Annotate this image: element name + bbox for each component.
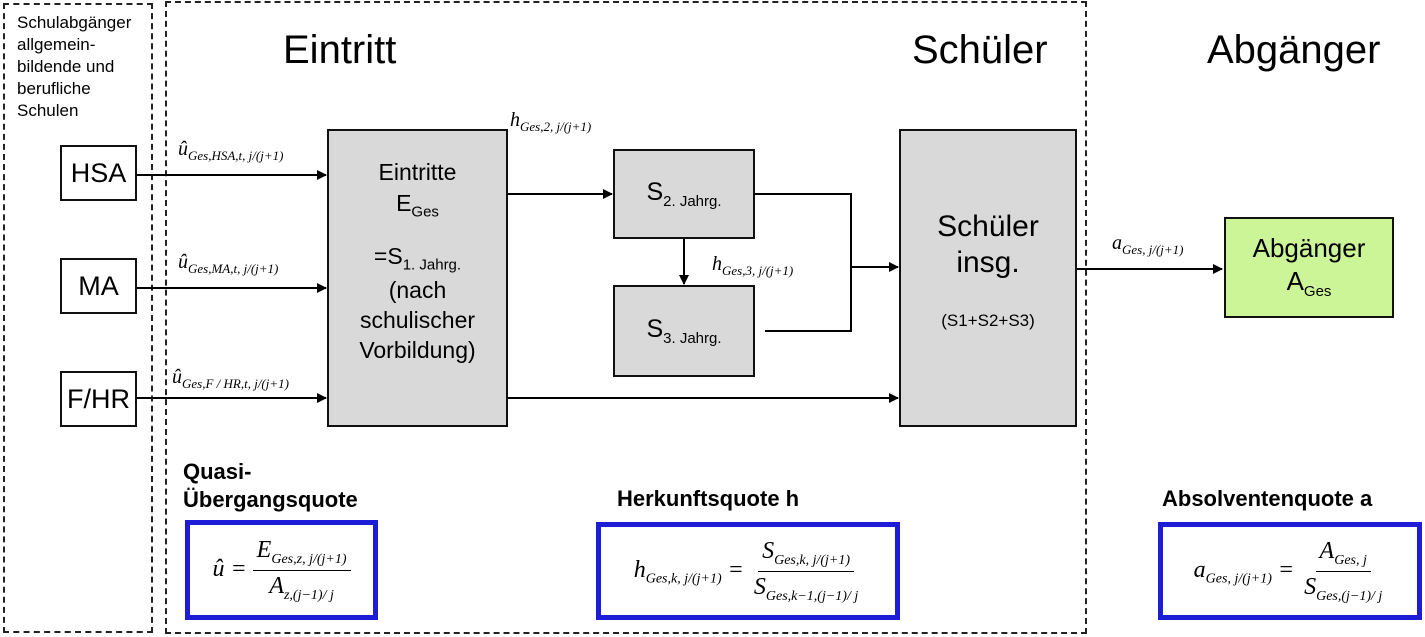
s3-label: S3. Jahrg. xyxy=(646,315,722,347)
students-sum: (S1+S2+S3) xyxy=(941,311,1035,330)
entry-students-frame xyxy=(165,1,1087,634)
quasi-formula: û = EGes,z, j/(j+1) Az,(j−1)/ j xyxy=(212,537,351,604)
graduate-title: Absolventenquote a xyxy=(1162,486,1373,511)
rate-label-h3: hGes,3, j/(j+1) xyxy=(712,253,794,278)
leavers-box: Abgänger AGes xyxy=(1224,217,1394,318)
heading-students: Schüler xyxy=(912,28,1048,72)
entries-s1: =S1. Jahrg. xyxy=(373,242,462,274)
line-s2-to-join xyxy=(755,193,852,332)
school-graduates-label: Schulabgänger allgemein-bildende und ber… xyxy=(17,13,132,120)
graduate-formula: aGes, j/(j+1) = AGes, j SGes,(j−1)/ j xyxy=(1193,537,1383,604)
quasi-formula-box: û = EGes,z, j/(j+1) Az,(j−1)/ j xyxy=(185,520,378,620)
source-fhr-label: F/HR xyxy=(67,383,130,414)
heading-leavers: Abgänger xyxy=(1207,28,1381,72)
source-hsa-label: HSA xyxy=(70,157,127,188)
entries-e-ges: EGes xyxy=(396,190,439,221)
origin-formula-box: hGes,k, j/(j+1) = SGes,k, j/(j+1) SGes,k… xyxy=(596,522,900,620)
entries-note: (nach schulischer Vorbildung) xyxy=(359,277,476,364)
leavers-title: Abgänger xyxy=(1252,233,1366,263)
source-ma: MA xyxy=(60,258,137,314)
rate-label-u-fhr: ûGes,F / HR,t, j/(j+1) xyxy=(172,366,289,391)
students-box: Schüler insg. (S1+S2+S3) xyxy=(899,129,1077,427)
origin-title: Herkunftsquote h xyxy=(617,486,800,511)
leavers-a-ges: AGes xyxy=(1286,266,1332,301)
students-title: Schüler insg. xyxy=(937,210,1039,279)
graduate-formula-box: aGes, j/(j+1) = AGes, j SGes,(j−1)/ j xyxy=(1158,522,1422,620)
source-ma-label: MA xyxy=(78,270,119,301)
quasi-title: Quasi-Übergangsquote xyxy=(183,459,358,512)
entries-box: Eintritte EGes =S1. Jahrg. (nach schulis… xyxy=(327,129,508,427)
rate-label-u-hsa: ûGes,HSA,t, j/(j+1) xyxy=(178,138,284,163)
entries-title: Eintritte xyxy=(378,159,457,185)
source-fhr: F/HR xyxy=(60,371,137,427)
origin-formula: hGes,k, j/(j+1) = SGes,k, j/(j+1) SGes,k… xyxy=(633,537,859,604)
rate-label-h2: hGes,2, j/(j+1) xyxy=(510,109,592,134)
s2-label: S2. Jahrg. xyxy=(646,178,722,210)
s2-box: S2. Jahrg. xyxy=(613,149,755,239)
rate-label-a: aGes, j/(j+1) xyxy=(1112,232,1184,257)
heading-entry: Eintritt xyxy=(283,28,397,72)
source-hsa: HSA xyxy=(60,145,137,201)
rate-label-u-ma: ûGes,MA,t, j/(j+1) xyxy=(178,251,279,276)
school-graduates-frame xyxy=(3,3,153,633)
s3-box: S3. Jahrg. xyxy=(613,285,755,377)
